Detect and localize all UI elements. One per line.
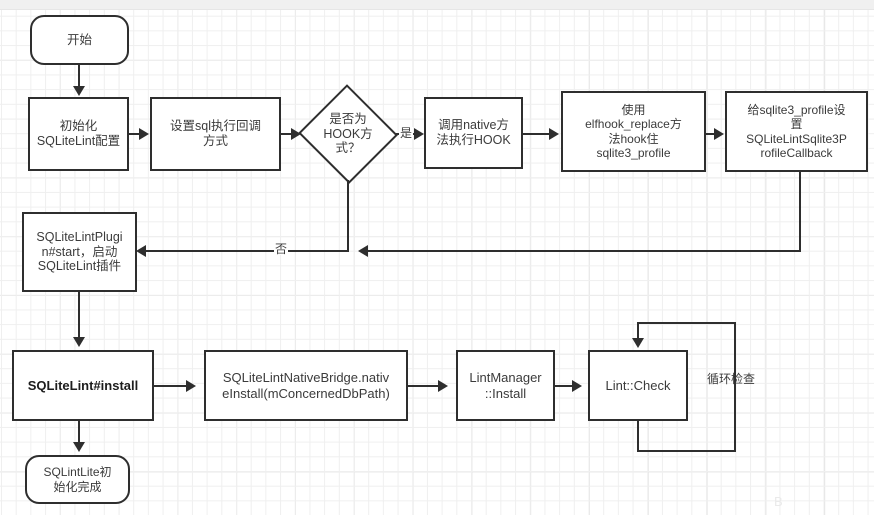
edge-callnative-to-elfhook bbox=[523, 133, 551, 135]
edge-setsql-to-decision-arrowhead bbox=[291, 128, 301, 140]
node-set-sql-callback[interactable]: 设置sql执行回调方式 bbox=[150, 97, 281, 171]
edge-start-to-init-arrowhead bbox=[73, 86, 85, 96]
edge-loop-top bbox=[637, 322, 736, 324]
edge-install-to-finish bbox=[78, 421, 80, 443]
edge-plugin-to-install bbox=[78, 292, 80, 338]
watermark-text: B bbox=[774, 494, 783, 509]
edge-decision-yes-arrowhead bbox=[414, 128, 424, 140]
edge-loop-arrowhead bbox=[632, 338, 644, 348]
node-lint-manager-install-label: LintManager::Install bbox=[469, 370, 542, 401]
edge-init-to-setsql bbox=[129, 133, 141, 135]
node-start[interactable]: 开始 bbox=[30, 15, 129, 65]
edge-elfhook-to-setprofile-arrowhead bbox=[714, 128, 724, 140]
edge-elfhook-to-setprofile bbox=[706, 133, 717, 135]
edge-loop-into-check bbox=[637, 322, 639, 340]
node-lint-manager-install[interactable]: LintManager::Install bbox=[456, 350, 555, 421]
edge-start-to-init bbox=[78, 65, 80, 87]
edge-decision-no-down bbox=[347, 180, 349, 252]
edge-bridge-to-manager-arrowhead bbox=[438, 380, 448, 392]
edge-decision-no-arrowhead bbox=[136, 245, 146, 257]
node-finish[interactable]: SQLintLite初始化完成 bbox=[25, 455, 130, 504]
edge-manager-to-check bbox=[555, 385, 575, 387]
edge-bridge-to-manager bbox=[408, 385, 440, 387]
node-lint-check-label: Lint::Check bbox=[605, 377, 671, 393]
edge-setprofile-down bbox=[799, 172, 801, 252]
edge-label-yes: 是 bbox=[399, 126, 414, 140]
node-call-native-hook[interactable]: 调用native方法执行HOOK bbox=[424, 97, 523, 169]
edge-init-to-setsql-arrowhead bbox=[139, 128, 149, 140]
top-toolbar-band bbox=[0, 0, 874, 10]
edge-loop-bottom bbox=[637, 450, 736, 452]
edge-install-to-bridge bbox=[154, 385, 188, 387]
edge-decision-no-left bbox=[146, 250, 349, 252]
edge-install-to-finish-arrowhead bbox=[73, 442, 85, 452]
edge-plugin-to-install-arrowhead bbox=[73, 337, 85, 347]
node-call-native-hook-label: 调用native方法执行HOOK bbox=[436, 118, 511, 147]
edge-callnative-to-elfhook-arrowhead bbox=[549, 128, 559, 140]
edge-loop-down bbox=[637, 421, 639, 452]
edge-setprofile-left bbox=[368, 250, 801, 252]
edge-install-to-bridge-arrowhead bbox=[186, 380, 196, 392]
edge-manager-to-check-arrowhead bbox=[572, 380, 582, 392]
edge-setprofile-left-arrowhead bbox=[358, 245, 368, 257]
edge-label-loop-check: 循环检查 bbox=[707, 372, 756, 386]
node-sqlitelint-install-label: SQLiteLint#install bbox=[27, 377, 139, 393]
edge-setsql-to-decision bbox=[281, 133, 294, 135]
edge-loop-right bbox=[734, 322, 736, 452]
node-finish-label: SQLintLite初始化完成 bbox=[43, 465, 112, 494]
node-lint-check[interactable]: Lint::Check bbox=[588, 350, 688, 421]
node-start-label: 开始 bbox=[66, 32, 92, 47]
node-set-sql-callback-label: 设置sql执行回调方式 bbox=[170, 119, 261, 148]
edge-label-no: 否 bbox=[274, 242, 289, 256]
node-sqlitelint-install[interactable]: SQLiteLint#install bbox=[12, 350, 154, 421]
